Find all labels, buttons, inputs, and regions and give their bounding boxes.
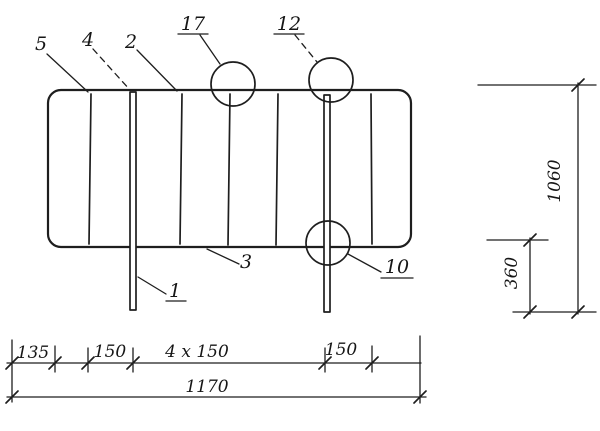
divider-line [88,93,92,245]
callout-label-4: 4 [81,29,94,51]
dimension-tick-marks [523,78,585,319]
tick-mark [523,305,537,319]
dimension-label-150-left: 150 [94,342,127,362]
tick-mark [81,356,95,370]
tick-mark [571,305,585,319]
tick-mark [5,356,19,370]
leader-line-1 [137,276,167,295]
leader-line-17 [199,34,221,65]
callout-circle-12 [308,57,354,103]
callout-label-12: 12 [277,13,301,35]
leader-line-5 [46,53,89,93]
right-post [323,94,331,313]
leader-line-3 [206,248,240,265]
width-dimensions: 135 150 4 x 150 150 1170 [5,335,427,404]
height-dimensions: 1060 360 [477,78,597,319]
leader-line-10 [347,253,382,273]
leader-line-4 [92,48,131,91]
divider-line [275,93,279,246]
panel-divider-lines [88,93,373,246]
callout-circles [210,57,354,266]
dimension-label-1060: 1060 [545,159,565,202]
panel-outline [46,88,413,249]
dimension-label-150-right: 150 [325,340,358,360]
dimension-label-1170: 1170 [185,377,228,397]
dimension-label-135: 135 [17,343,49,363]
callout-label-3: 3 [240,251,252,273]
callout-label-2: 2 [124,31,137,53]
dimension-label-4x150: 4 x 150 [164,342,229,362]
callout-circle-17 [210,61,256,107]
panel [46,88,413,313]
callout-labels: 5 4 2 17 12 1 3 10 [35,13,409,302]
tick-mark [365,356,379,370]
dimension-label-360: 360 [502,257,522,290]
left-post [129,91,137,311]
tick-mark [5,390,19,404]
leader-line-2 [136,49,178,92]
divider-line [227,93,231,246]
callout-label-5: 5 [35,33,47,55]
tick-mark [571,78,585,92]
tick-mark [48,356,62,370]
callout-circle-10 [305,220,351,266]
tick-mark [523,233,537,247]
leader-lines [46,33,414,302]
divider-line [179,93,183,245]
tick-mark [413,390,427,404]
leader-line-12 [294,34,318,63]
tick-mark [318,356,332,370]
callout-label-10: 10 [385,256,409,278]
dimension-tick-marks [5,356,427,404]
divider-line [370,93,373,245]
callout-label-1: 1 [169,280,181,302]
callout-label-17: 17 [181,13,206,35]
extension-lines [11,335,421,404]
tick-mark [126,356,140,370]
